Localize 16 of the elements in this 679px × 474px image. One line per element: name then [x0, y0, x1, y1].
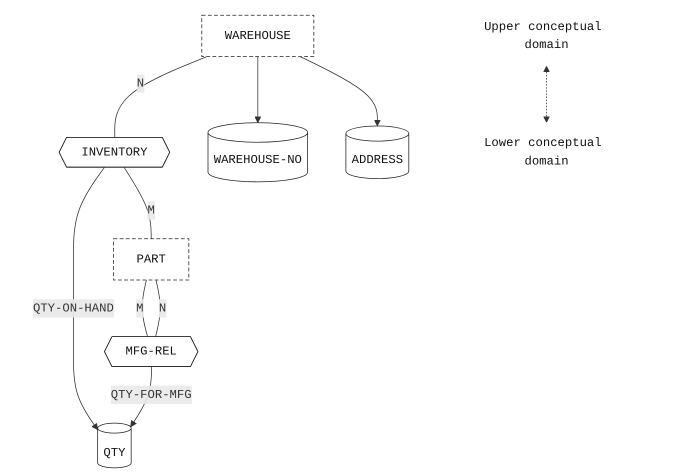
arrow — [254, 56, 262, 124]
connector — [114, 56, 208, 138]
node-box — [201, 14, 314, 57]
node-box — [113, 238, 190, 280]
edge-label: N — [136, 76, 144, 90]
edge-label: N — [158, 301, 166, 316]
node-text: Lower conceptual domain — [484, 136, 602, 168]
edge-label: QTY-FOR-MFG — [110, 388, 192, 402]
arrow — [300, 56, 381, 126]
node-text: Upper conceptual domain — [484, 20, 602, 52]
edge-label: M — [136, 301, 144, 316]
arrow — [543, 66, 550, 123]
edge-label: QTY-ON-HAND — [32, 301, 114, 316]
arrow — [73, 167, 105, 430]
edge-label: M — [148, 204, 155, 218]
connector — [124, 167, 152, 240]
